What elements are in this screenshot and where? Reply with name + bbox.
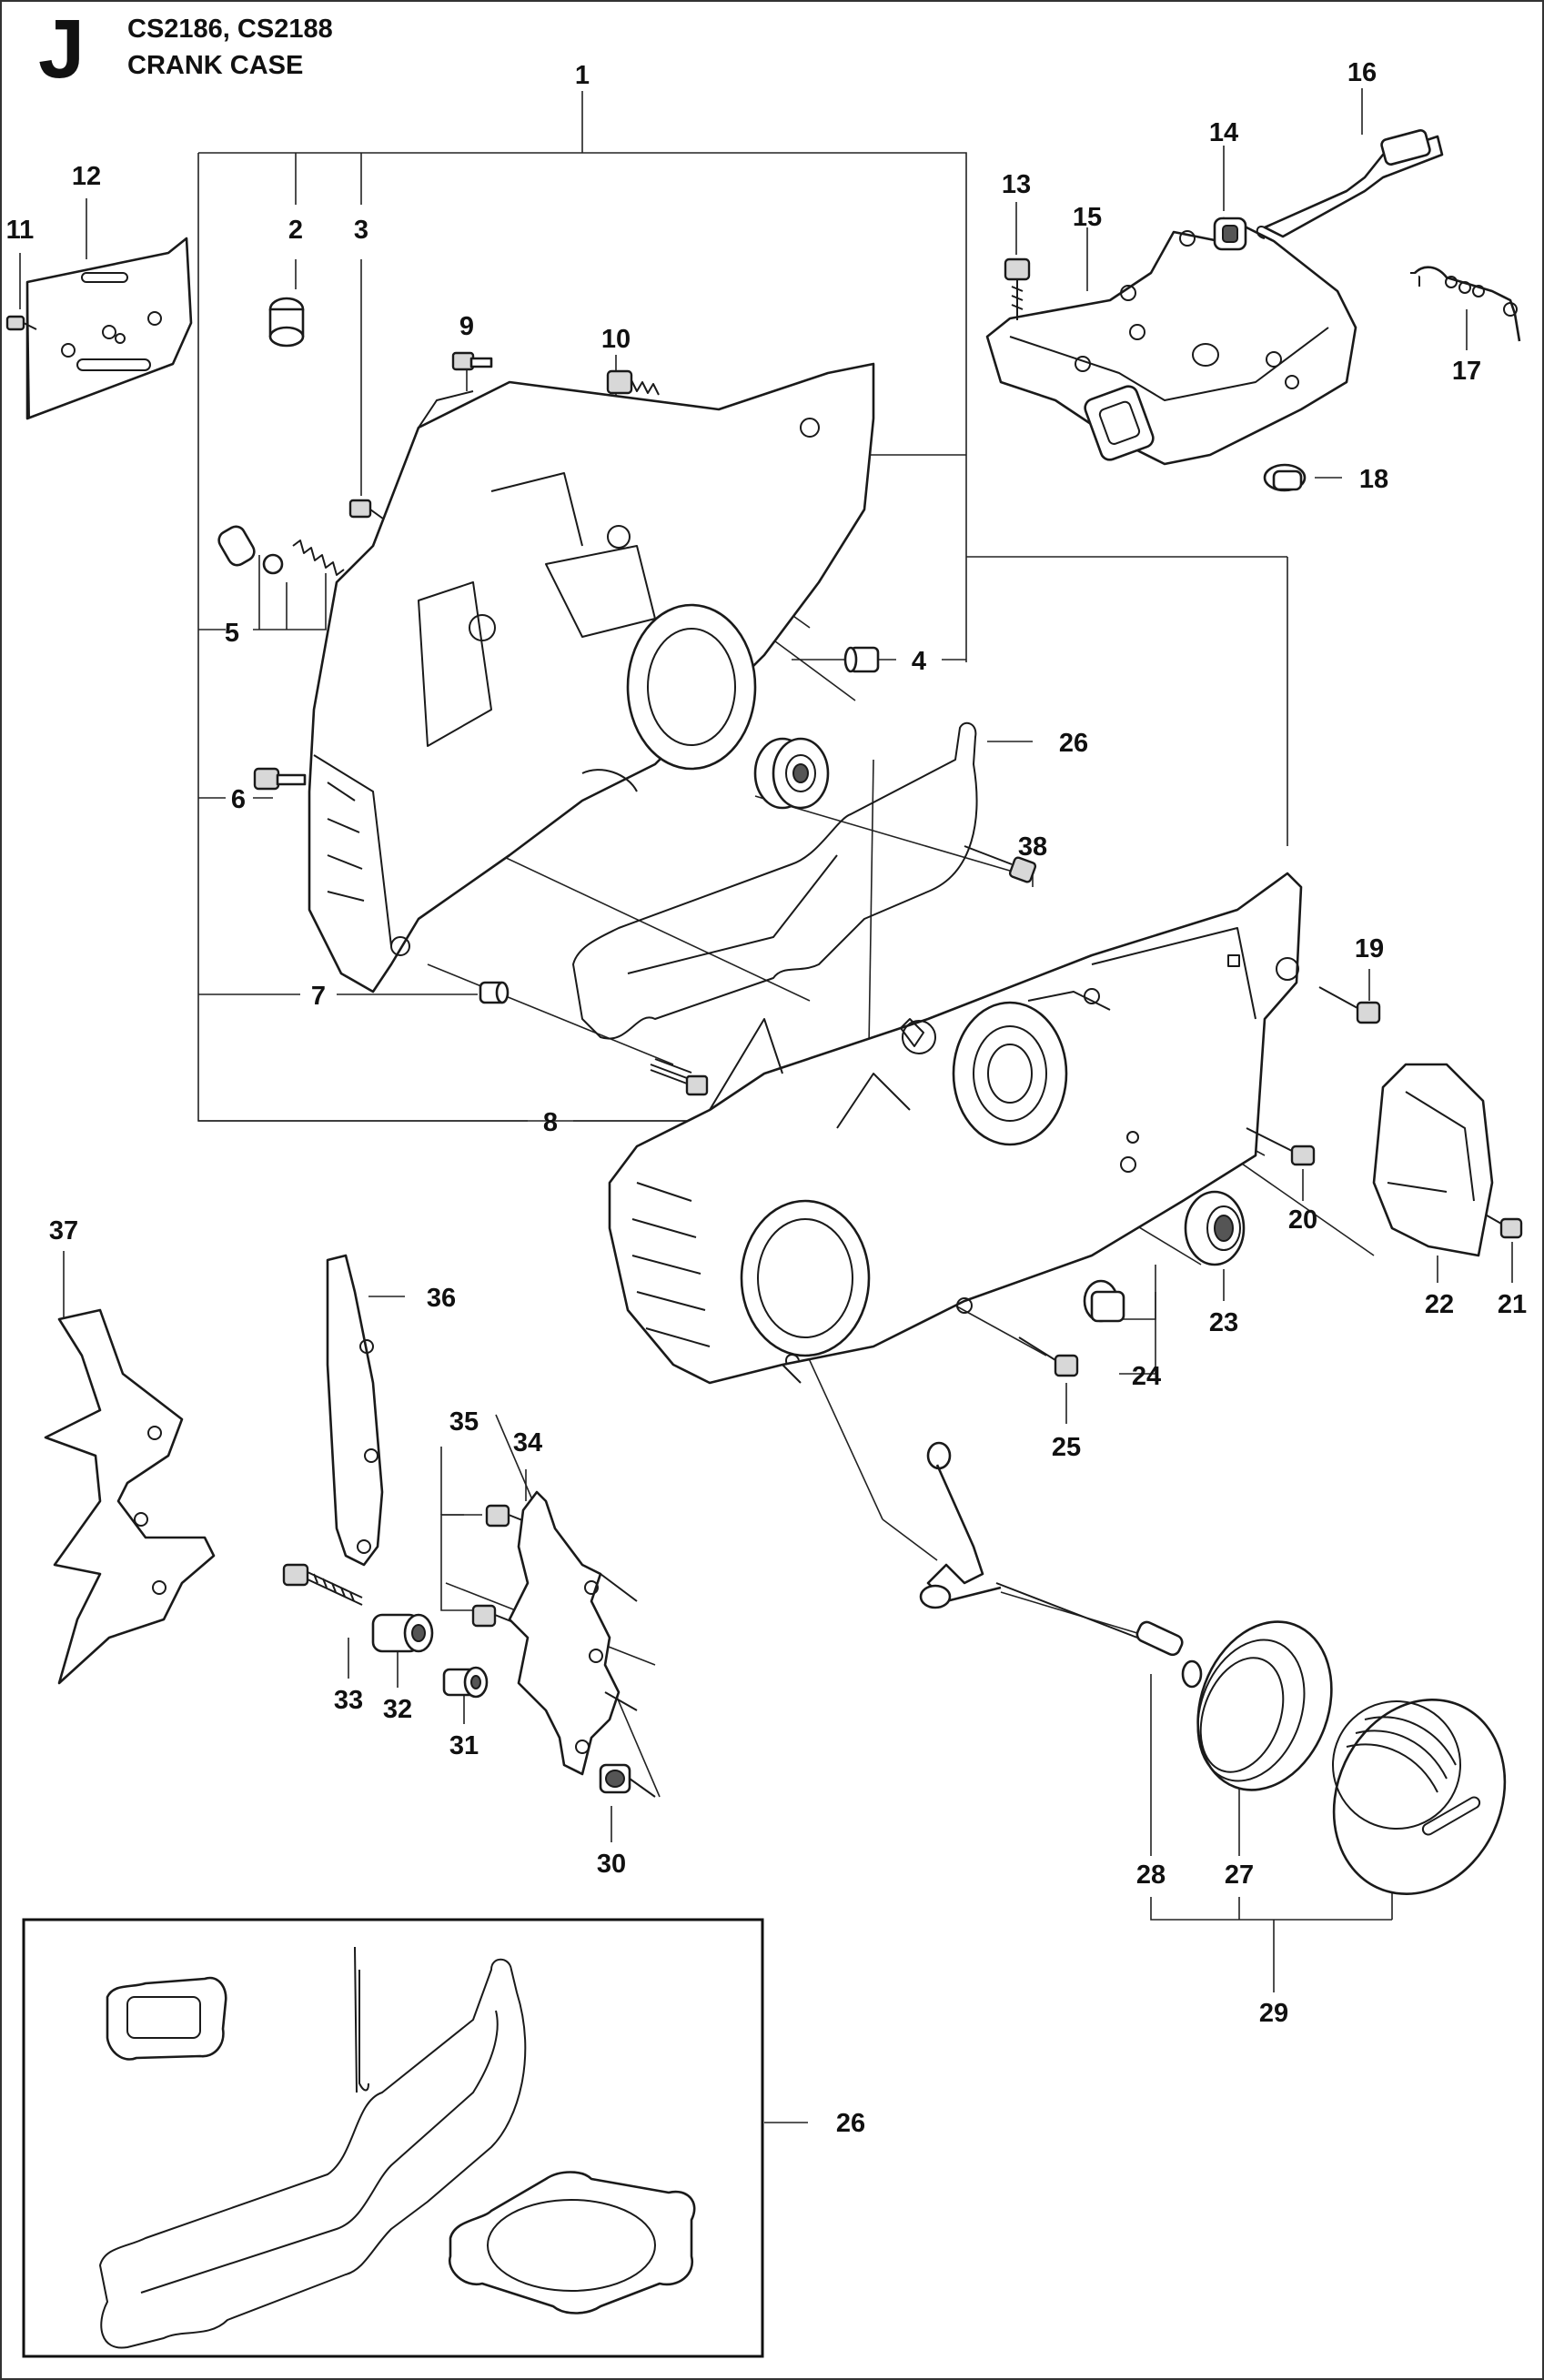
- callout-36: 36: [427, 1284, 456, 1313]
- callout-26-gasket-kit: 26: [836, 2109, 865, 2138]
- part-10-screw: [606, 369, 660, 396]
- part-23-seal: [1184, 1190, 1246, 1266]
- callout-10: 10: [601, 325, 631, 354]
- part-8-stud: [650, 1058, 709, 1096]
- part-14-grommet: [1213, 217, 1247, 251]
- part-1-crankcase-half-right: [608, 872, 1303, 1385]
- part-28-pickup: [919, 1441, 1203, 1689]
- callout-17: 17: [1452, 357, 1481, 386]
- part-31-spacer: [442, 1666, 489, 1699]
- callout-14: 14: [1209, 118, 1238, 147]
- part-12-plate: [25, 237, 193, 420]
- callout-1: 1: [575, 61, 590, 90]
- bearing: [753, 737, 830, 810]
- callout-11: 11: [6, 216, 35, 245]
- part-27-seal-ring: [1196, 1620, 1333, 1791]
- diagram-models: CS2186, CS2188: [127, 15, 333, 44]
- part-35-screws: [471, 1504, 537, 1628]
- part-15-bracket: [985, 217, 1357, 466]
- gasket-upper: [572, 721, 978, 1040]
- callout-29: 29: [1259, 1999, 1288, 2028]
- part-36-plate: [326, 1254, 384, 1567]
- callout-13: 13: [1002, 170, 1031, 199]
- callout-3: 3: [354, 216, 368, 245]
- callout-34: 34: [513, 1428, 542, 1457]
- callout-9: 9: [459, 312, 474, 341]
- part-9-screw: [451, 351, 493, 371]
- callout-22: 22: [1425, 1290, 1454, 1319]
- callout-23: 23: [1209, 1308, 1238, 1337]
- part-5-pin-spring: [217, 525, 345, 576]
- callout-30: 30: [597, 1850, 626, 1879]
- part-24-plug: [1083, 1279, 1125, 1323]
- callout-28: 28: [1136, 1861, 1166, 1890]
- part-37-bumper-spike: [44, 1308, 216, 1685]
- callout-4: 4: [912, 647, 926, 676]
- callout-37: 37: [49, 1216, 78, 1245]
- part-2-bushing: [268, 297, 305, 348]
- callout-20: 20: [1288, 1205, 1317, 1235]
- part-38-screw: [964, 845, 1037, 883]
- part-4-sleeve: [843, 646, 880, 673]
- callout-16: 16: [1347, 58, 1377, 87]
- callout-26: 26: [1059, 729, 1088, 758]
- part-13-screw: [1004, 257, 1031, 320]
- part-1-crankcase-half-left: [308, 362, 875, 993]
- callout-38: 38: [1018, 832, 1047, 862]
- callout-24: 24: [1132, 1362, 1161, 1391]
- part-11-screw: [5, 315, 37, 331]
- callout-19: 19: [1355, 934, 1384, 963]
- part-6-screw: [253, 767, 307, 791]
- part-33-screw: [282, 1563, 363, 1606]
- part-16-hose: [1256, 129, 1444, 239]
- part-19-screw: [1318, 986, 1381, 1024]
- callout-12: 12: [72, 162, 101, 191]
- callout-25: 25: [1052, 1433, 1081, 1462]
- part-17-hose: [1410, 266, 1521, 342]
- section-letter: J: [38, 3, 86, 96]
- part-30-nut: [599, 1763, 656, 1798]
- part-20-screw: [1246, 1127, 1316, 1166]
- callout-7: 7: [311, 982, 326, 1011]
- callout-15: 15: [1073, 203, 1102, 232]
- callout-6: 6: [231, 785, 246, 814]
- part-29-cap: [1332, 1698, 1507, 1896]
- part-7-sleeve: [479, 981, 510, 1004]
- callout-21: 21: [1498, 1290, 1527, 1319]
- gasket-kit-box: [22, 1918, 764, 2358]
- callout-18: 18: [1359, 465, 1388, 494]
- part-25-screw: [1018, 1336, 1079, 1377]
- part-18-plug: [1263, 463, 1307, 492]
- callout-numbers: 1 2 3 4 5 6 7 8 9 10 11 12 13 14 15 16 1…: [6, 58, 1527, 2138]
- diagram-title: CRANK CASE: [127, 51, 304, 80]
- callout-5: 5: [225, 619, 239, 648]
- callout-2: 2: [288, 216, 303, 245]
- callout-32: 32: [383, 1695, 412, 1724]
- callout-35: 35: [449, 1407, 479, 1437]
- part-3-stud: [348, 499, 394, 527]
- callout-8: 8: [543, 1108, 558, 1137]
- part-22-cover: [1372, 1063, 1494, 1257]
- callout-31: 31: [449, 1731, 479, 1760]
- callout-33: 33: [334, 1686, 363, 1715]
- part-32-sleeve: [371, 1613, 434, 1653]
- callout-27: 27: [1225, 1861, 1254, 1890]
- part-34-bracket: [508, 1490, 638, 1776]
